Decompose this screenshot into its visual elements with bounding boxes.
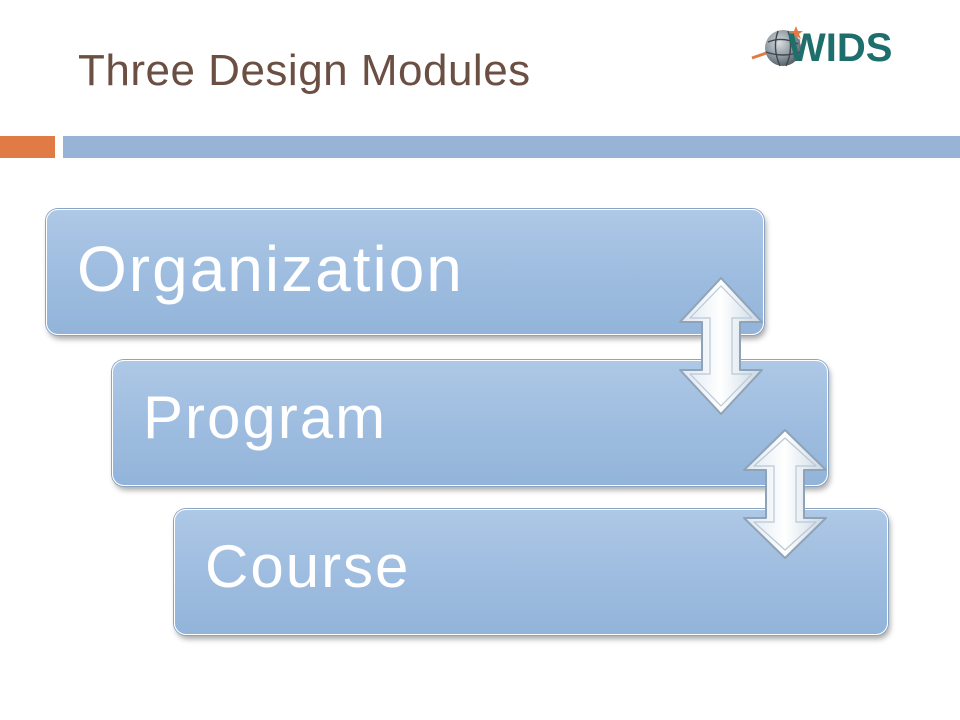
logo-text: WIDS [788, 26, 893, 70]
module-label-program: Program [143, 384, 388, 451]
module-label-course: Course [205, 533, 411, 600]
double-arrow-vertical-icon [743, 429, 827, 559]
header-rule-blue [63, 136, 960, 158]
slide-title: Three Design Modules [78, 46, 531, 95]
module-program: Program [112, 360, 828, 486]
double-arrow-vertical-icon [679, 277, 763, 415]
globe-star-icon [751, 26, 803, 67]
wids-logo: WIDS [750, 22, 920, 78]
header-rule-orange [0, 136, 55, 158]
module-label-organization: Organization [77, 233, 464, 305]
module-organization: Organization [46, 209, 764, 335]
